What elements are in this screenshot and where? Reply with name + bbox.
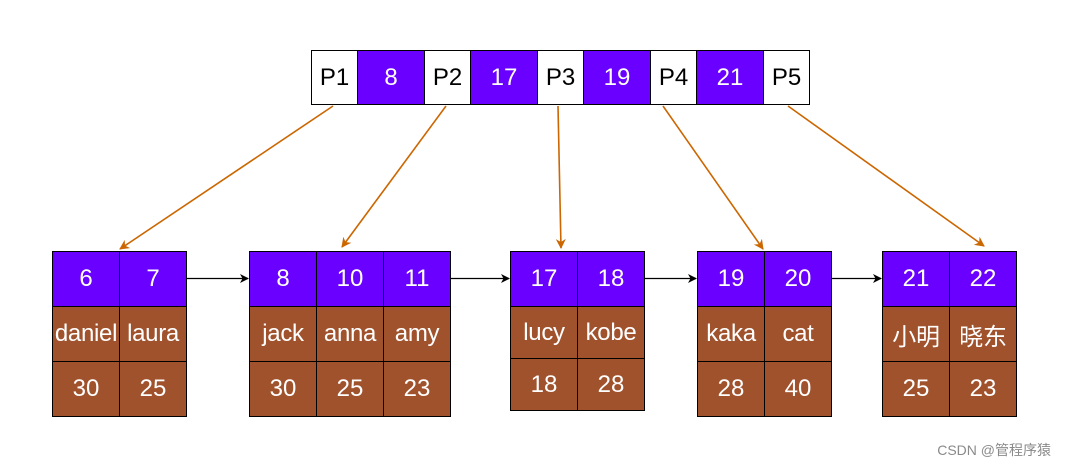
leaf-name-cell: daniel: [52, 306, 120, 362]
root-pointer-cell: P3: [537, 50, 584, 105]
leaf-age-cell: 28: [697, 361, 765, 417]
leaf-name-cell: laura: [119, 306, 187, 362]
leaf-name-cell: jack: [249, 306, 317, 362]
pointer-arrow: [662, 105, 764, 250]
leaf-key-cell: 21: [882, 251, 950, 307]
leaf-key-cell: 17: [510, 251, 578, 307]
root-pointer-cell: P2: [424, 50, 471, 105]
leaf-age-cell: 30: [52, 361, 120, 417]
root-key-cell: 17: [470, 50, 538, 105]
root-pointer-cell: P4: [650, 50, 697, 105]
leaf-key-cell: 22: [949, 251, 1017, 307]
leaf-key-cell: 10: [316, 251, 384, 307]
leaf-name-cell: kaka: [697, 306, 765, 362]
pointer-arrow: [341, 105, 447, 248]
pointer-arrow: [119, 105, 334, 250]
leaf-age-cell: 18: [510, 358, 578, 411]
pointer-arrows: [119, 105, 985, 250]
leaf-key-cell: 19: [697, 251, 765, 307]
leaf-age-cell: 23: [949, 361, 1017, 417]
leaf-key-cell: 11: [383, 251, 451, 307]
leaf-age-cell: 25: [316, 361, 384, 417]
root-pointer-cell: P1: [311, 50, 358, 105]
leaf-name-cell: cat: [764, 306, 832, 362]
leaf-age-cell: 30: [249, 361, 317, 417]
leaf-key-cell: 8: [249, 251, 317, 307]
leaf-key-cell: 6: [52, 251, 120, 307]
root-pointer-cell: P5: [763, 50, 810, 105]
leaf-age-cell: 40: [764, 361, 832, 417]
leaf-age-cell: 23: [383, 361, 451, 417]
leaf-age-cell: 25: [119, 361, 187, 417]
leaf-key-cell: 18: [577, 251, 645, 307]
watermark: CSDN @管程序猿: [937, 442, 1051, 458]
leaf-age-cell: 28: [577, 358, 645, 411]
pointer-arrow: [555, 105, 566, 249]
leaf-key-cell: 20: [764, 251, 832, 307]
root-key-cell: 19: [583, 50, 651, 105]
root-key-cell: 8: [357, 50, 425, 105]
leaf-key-cell: 7: [119, 251, 187, 307]
leaf-age-cell: 25: [882, 361, 950, 417]
leaf-name-cell: kobe: [577, 306, 645, 359]
leaf-name-cell: lucy: [510, 306, 578, 359]
leaf-name-cell: anna: [316, 306, 384, 362]
pointer-arrow: [787, 105, 985, 247]
leaf-name-cell: amy: [383, 306, 451, 362]
root-key-cell: 21: [696, 50, 764, 105]
leaf-name-cell: 晓东: [949, 306, 1017, 362]
leaf-name-cell: 小明: [882, 306, 950, 362]
